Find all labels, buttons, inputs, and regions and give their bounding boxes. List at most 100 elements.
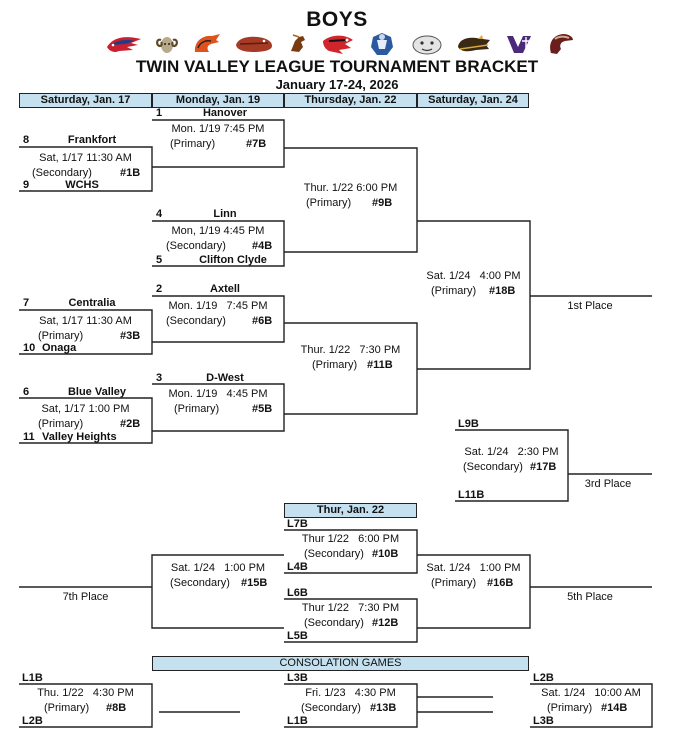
game-6b-bracket <box>152 295 285 343</box>
team-name-frankfort: Frankfort <box>67 134 117 146</box>
game-8b-number: #8B <box>106 702 127 714</box>
game-1b-court: (Secondary) <box>32 167 92 179</box>
team-name-linn: Linn <box>213 208 237 220</box>
team-name-d-west: D-West <box>206 372 244 384</box>
game-2b-number: #2B <box>120 418 141 430</box>
game-13b-bracket <box>284 683 418 728</box>
vh-logo-icon <box>506 36 531 53</box>
first-place-label: 1st Place <box>567 300 613 312</box>
seventh-place-label: 7th Place <box>62 591 109 603</box>
game-3b-bracket <box>19 309 153 355</box>
game-4b-court: (Secondary) <box>166 240 226 252</box>
team-name-blue-valley: Blue Valley <box>67 386 127 398</box>
team-seed: 7 <box>23 297 30 309</box>
pioneer-logo-icon <box>371 33 394 55</box>
game-4b-number: #4B <box>252 240 273 252</box>
game-9b-bracket <box>284 147 418 253</box>
game-17b-court: (Secondary) <box>463 461 523 473</box>
slot-l1b-second: L1B <box>287 715 308 727</box>
game-5b-time: Mon. 1/19 4:45 PM <box>168 388 268 400</box>
game-11b-time: Thur. 1/22 7:30 PM <box>300 344 401 356</box>
team-seed: 6 <box>23 386 30 398</box>
team-name-axtell: Axtell <box>210 283 240 295</box>
game-8b-court: (Primary) <box>44 702 90 714</box>
section-header-consolation: CONSOLATION GAMES <box>152 656 529 671</box>
column-header-mon-jan19: Monday, Jan. 19 <box>152 93 284 108</box>
team-name-onaga: Onaga <box>42 342 77 354</box>
team-seed: 4 <box>156 208 163 220</box>
team-seed: 5 <box>156 254 163 266</box>
column-header-thu-jan22: Thursday, Jan. 22 <box>284 93 417 108</box>
team-name-wchs: WCHS <box>65 179 99 191</box>
game-1b-time: Sat, 1/17 11:30 AM <box>39 152 132 164</box>
game-1b-number: #1B <box>120 167 141 179</box>
game-1b-bracket <box>19 146 153 192</box>
slot-l3b-second: L3B <box>533 715 554 727</box>
section-header-thur-jan22: Thur, Jan. 22 <box>284 503 417 518</box>
slot-l5b: L5B <box>287 630 308 642</box>
game-15b-number: #15B <box>241 577 268 589</box>
game-2b-court: (Primary) <box>38 418 84 430</box>
game-18b-bracket <box>417 220 531 370</box>
game-16b-time: Sat. 1/24 1:00 PM <box>426 562 521 574</box>
bulldog-white-logo-icon <box>412 35 442 55</box>
game-3b-court: (Primary) <box>38 330 84 342</box>
column-header-sat-jan17: Saturday, Jan. 17 <box>19 93 152 108</box>
team-seed: 3 <box>156 372 163 384</box>
game-10b-number: #10B <box>372 548 399 560</box>
slot-l4b: L4B <box>287 561 308 573</box>
slot-l6b: L6B <box>287 587 308 599</box>
game-9b-number: #9B <box>372 197 393 209</box>
game-13b-number: #13B <box>370 702 397 714</box>
game-6b-time: Mon. 1/19 7:45 PM <box>168 300 268 312</box>
game-12b-number: #12B <box>372 617 399 629</box>
slot-l3b: L3B <box>287 672 308 684</box>
game-16b-court: (Primary) <box>431 577 477 589</box>
game-10b-court: (Secondary) <box>304 548 364 560</box>
game-8b-bracket <box>19 683 153 728</box>
game-6b-number: #6B <box>252 315 273 327</box>
team-name-clifton-clyde: Clifton Clyde <box>199 254 267 266</box>
game-2b-bracket <box>19 397 153 444</box>
game-4b-time: Mon, 1/19 4:45 PM <box>171 225 265 237</box>
game-3b-number: #3B <box>120 330 141 342</box>
mustang-logo-icon <box>290 34 305 52</box>
column-header-sat-jan24: Saturday, Jan. 24 <box>417 93 529 108</box>
game-16b-number: #16B <box>487 577 514 589</box>
game-17b-bracket <box>455 429 569 502</box>
game-7b-time: Mon. 1/19 7:45 PM <box>171 123 265 135</box>
game-7b-number: #7B <box>246 138 267 150</box>
slot-l11b: L11B <box>458 489 485 501</box>
team-seed: 2 <box>156 283 163 295</box>
slot-l9b: L9B <box>458 418 479 430</box>
game-7b-court: (Primary) <box>170 138 216 150</box>
team-seed: 8 <box>23 134 30 146</box>
game-13b-court: (Secondary) <box>301 702 361 714</box>
game-14b-time: Sat. 1/24 10:00 AM <box>541 687 641 699</box>
slot-l2b-second: L2B <box>533 672 554 684</box>
slot-l1b: L1B <box>22 672 43 684</box>
game-5b-court: (Primary) <box>174 403 220 415</box>
game-12b-court: (Secondary) <box>304 617 364 629</box>
game-15b-bracket <box>151 554 284 629</box>
game-3b-time: Sat, 1/17 11:30 AM <box>39 315 132 327</box>
game-18b-number: #18B <box>489 285 516 297</box>
team-name-centralia: Centralia <box>68 297 116 309</box>
buffalo-logo-icon <box>458 35 491 52</box>
game-16b-bracket <box>417 554 531 629</box>
game-14b-court: (Primary) <box>547 702 593 714</box>
game-10b-bracket <box>284 529 418 574</box>
game-18b-court: (Primary) <box>431 285 477 297</box>
game-8b-time: Thu. 1/22 4:30 PM <box>37 687 134 699</box>
game-2b-time: Sat, 1/17 1:00 PM <box>41 403 130 415</box>
third-place-label: 3rd Place <box>584 478 632 490</box>
tournament-dates: January 17-24, 2026 <box>275 77 399 92</box>
game-17b-number: #17B <box>530 461 557 473</box>
game-9b-time: Thur. 1/22 6:00 PM <box>303 182 398 194</box>
game-10b-time: Thur 1/22 6:00 PM <box>301 533 400 545</box>
team-logos <box>105 30 575 58</box>
game-11b-number: #11B <box>367 359 393 371</box>
team-seed: 1 <box>156 107 163 119</box>
game-11b-court: (Primary) <box>312 359 358 371</box>
